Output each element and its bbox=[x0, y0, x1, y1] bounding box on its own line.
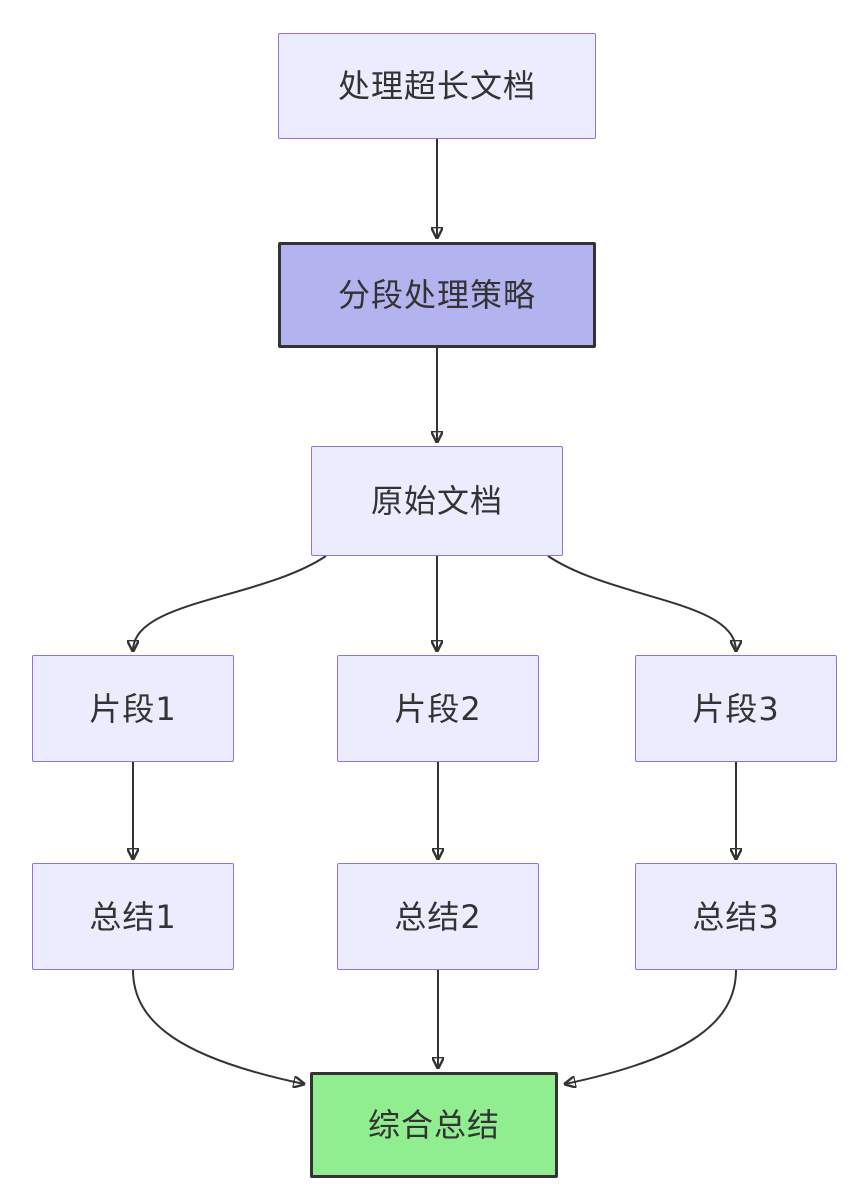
node-sum3: 总结3 bbox=[635, 863, 837, 970]
edge-original-frag3 bbox=[547, 555, 736, 651]
node-doc: 处理超长文档 bbox=[278, 33, 596, 139]
node-final: 综合总结 bbox=[310, 1072, 558, 1178]
node-frag2: 片段2 bbox=[337, 655, 539, 762]
edges-group bbox=[133, 139, 736, 1084]
node-strategy: 分段处理策略 bbox=[278, 242, 596, 348]
edge-sum3-final bbox=[565, 969, 737, 1084]
edge-sum1-final bbox=[132, 969, 304, 1084]
node-frag3: 片段3 bbox=[635, 655, 837, 762]
node-original: 原始文档 bbox=[311, 446, 563, 556]
node-frag1: 片段1 bbox=[32, 655, 234, 762]
node-sum1: 总结1 bbox=[32, 863, 234, 970]
node-sum2: 总结2 bbox=[337, 863, 539, 970]
edge-original-frag1 bbox=[133, 555, 327, 651]
